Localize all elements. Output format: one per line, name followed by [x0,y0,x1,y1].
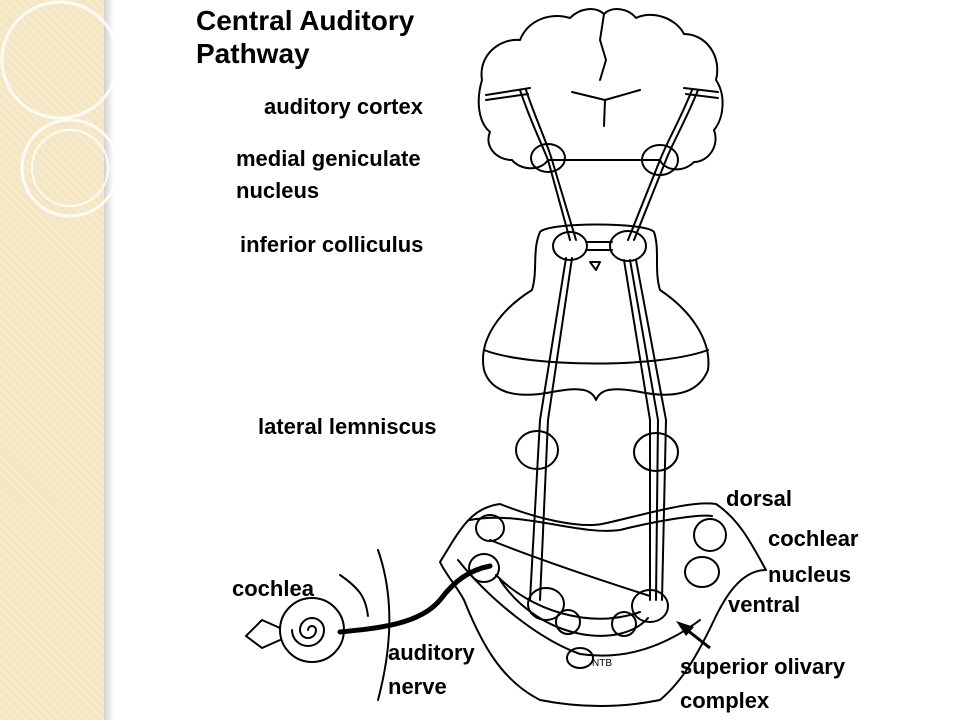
label-cochlear: cochlear [768,526,859,551]
aqueduct [589,261,601,271]
decorative-sidebar [0,0,104,720]
label-superior-olivary-line1: superior olivary [680,654,846,679]
commissure [585,241,613,251]
cochlea-outer [279,597,345,663]
mgn-left [530,143,566,173]
cochlea-arc-2 [339,574,369,617]
soc-left-1 [527,587,565,621]
soc-arrow [676,621,711,650]
tract-right-long-2 [629,259,659,601]
dorsal-cochlear-nucleus [693,518,727,552]
ventral-cochlear-nucleus [684,556,720,588]
title-line-2: Pathway [196,38,310,69]
soc-right-2 [611,611,637,637]
label-nucleus: nucleus [768,562,852,587]
label-dorsal: dorsal [726,486,793,511]
tract-left-upper-b [525,89,577,241]
brain-ventricle [571,89,641,127]
label-medial-geniculate-line1: medial geniculate [236,146,421,171]
tract-right-long-3 [635,259,667,601]
cochlea-vestibule [245,619,281,649]
cochlea-spiral [291,617,325,647]
label-auditory-nerve-line1: auditory [388,640,475,665]
sidebar-rings [0,0,120,218]
brain-outline [477,8,724,171]
tract-left-long-b [539,257,573,601]
label-auditory-cortex: auditory cortex [264,94,423,119]
sidebar-ring-1 [0,0,120,120]
midbrain-line [483,349,709,365]
brain-fold-right [683,87,719,99]
tract-right-upper-b [633,89,699,241]
soc-left-2 [555,609,581,635]
label-ntb: NTB [592,658,612,669]
inferior-colliculus-right [609,230,647,262]
mgn-right [641,144,679,176]
medulla-outline [439,502,767,707]
tract-right-long-1 [623,259,651,601]
sidebar-shadow [104,0,114,720]
title-line-1: Central Auditory [196,5,415,36]
label-inferior-colliculus: inferior colliculus [240,232,424,257]
tract-right-upper [627,89,693,241]
lateral-lemniscus-left [515,430,559,470]
medulla-inner-2 [457,559,701,657]
cochlea-arc-1 [377,549,391,701]
tract-left-upper [519,89,571,241]
cn-left-lower [468,553,500,583]
brain-midline [599,13,607,81]
label-lateral-lemniscus: lateral lemniscus [258,414,437,439]
label-medial-geniculate-line2: nucleus [236,178,320,203]
medulla-inner [469,514,713,532]
soc-right-1 [631,589,669,623]
lateral-lemniscus-right [633,432,679,472]
tract-left-long [529,257,567,601]
label-auditory-nerve-line2: nerve [388,674,447,699]
label-cochlea: cochlea [232,576,314,601]
crossing-fibers [489,539,651,637]
midbrain-outline [482,223,710,401]
sidebar-ring-2 [20,118,120,218]
cn-left-upper [475,514,505,542]
ntb-nucleus [566,647,594,669]
sidebar-ring-3 [31,129,109,207]
auditory-nerve-fiber [337,563,493,635]
label-superior-olivary-line2: complex [680,688,770,713]
inferior-colliculus-left [552,231,588,261]
page-title: Central Auditory Pathway [196,4,516,70]
label-ventral: ventral [728,592,801,617]
